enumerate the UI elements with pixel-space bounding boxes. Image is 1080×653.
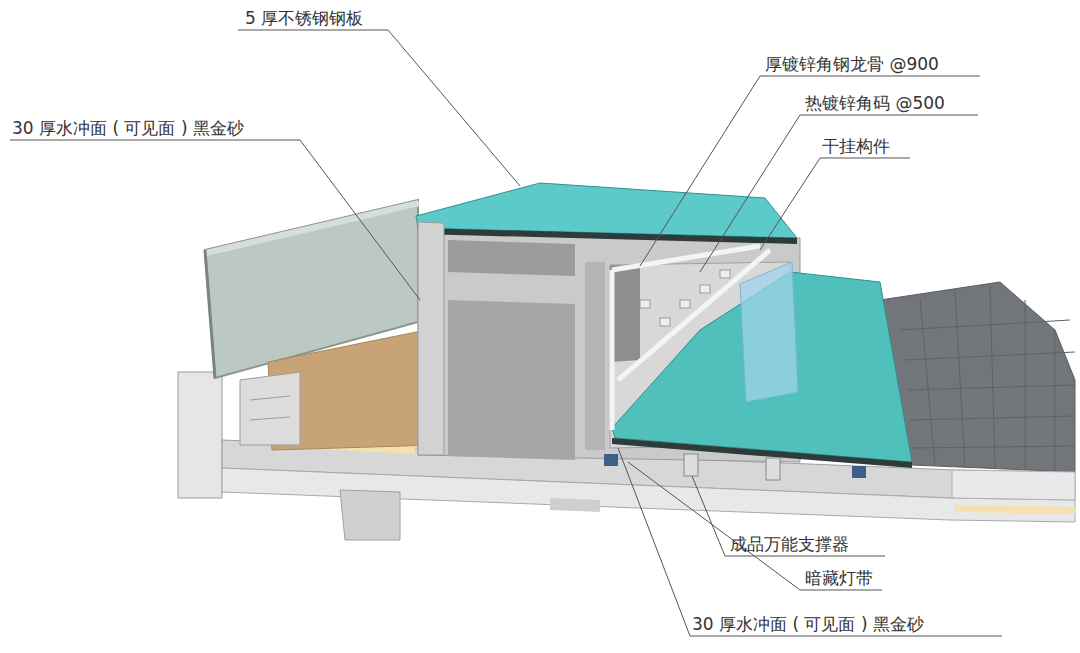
callout-label: 暗藏灯带 <box>805 568 873 588</box>
callout-label: 热镀锌角码 @500 <box>805 93 945 113</box>
callout-label: 5 厚不锈钢钢板 <box>245 8 363 28</box>
callout-label: 30 厚水冲面 ( 可见面 ) 黑金砂 <box>12 118 244 138</box>
callout-label: 30 厚水冲面 ( 可见面 ) 黑金砂 <box>692 614 924 634</box>
callout-label: 干挂构件 <box>822 136 890 156</box>
callout-label: 厚镀锌角钢龙骨 @900 <box>765 54 939 74</box>
callout-label: 成品万能支撑器 <box>730 534 849 554</box>
